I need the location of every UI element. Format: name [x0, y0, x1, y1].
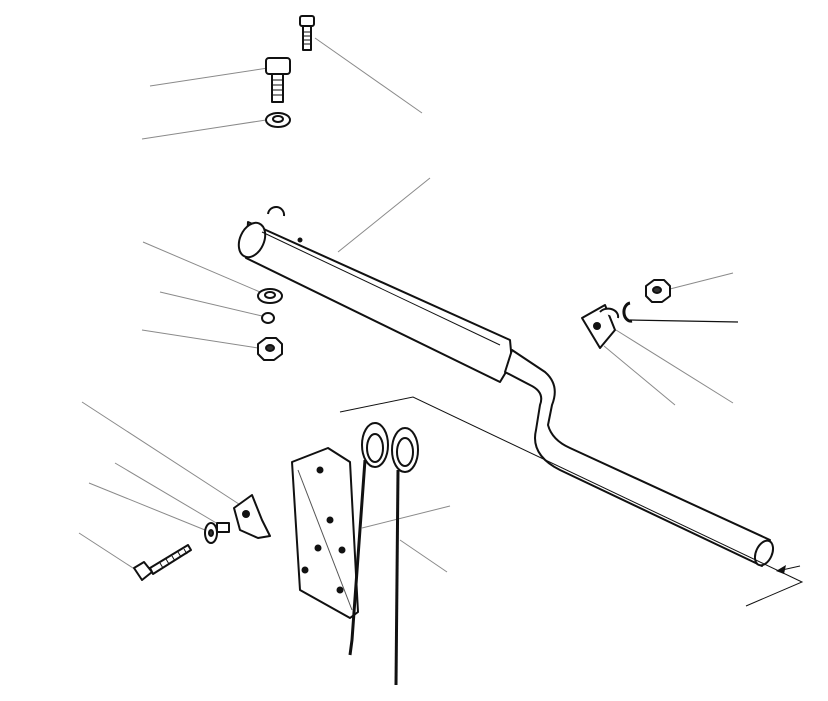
leader-line [399, 539, 448, 573]
leader-line [629, 319, 739, 323]
washer-left-bottom [204, 522, 218, 544]
leader-line [665, 272, 734, 291]
leader-line [159, 291, 263, 317]
bracket-left [233, 494, 271, 539]
nut-right [645, 279, 671, 303]
cross-shaft [237, 205, 775, 567]
circlip [622, 301, 633, 323]
leader-lines [78, 37, 739, 573]
washer-left [257, 288, 283, 304]
small-bolt-left [216, 522, 230, 533]
leader-line [141, 329, 259, 349]
leader-line [603, 345, 676, 406]
washer-top [265, 112, 291, 128]
leader-line [337, 177, 431, 253]
leader-line [615, 329, 734, 404]
long-bolt [133, 544, 192, 581]
leader-line [142, 241, 261, 293]
leader-line [314, 37, 423, 114]
leader-line [114, 462, 219, 525]
leader-line [78, 532, 137, 571]
arrow-icon [776, 565, 786, 574]
leader-line [361, 505, 451, 529]
lock-washer [261, 312, 275, 324]
leader-line [141, 119, 267, 140]
bolt [265, 57, 291, 103]
bracket-right [581, 304, 620, 349]
assembly-bracket-line [339, 396, 804, 607]
small-bolt-top [299, 15, 315, 51]
tine-plate [291, 447, 359, 619]
spring-tine [348, 422, 419, 686]
leader-line [88, 482, 206, 531]
leader-line [149, 67, 269, 87]
leader-line [81, 401, 246, 509]
nut-left [257, 337, 283, 361]
